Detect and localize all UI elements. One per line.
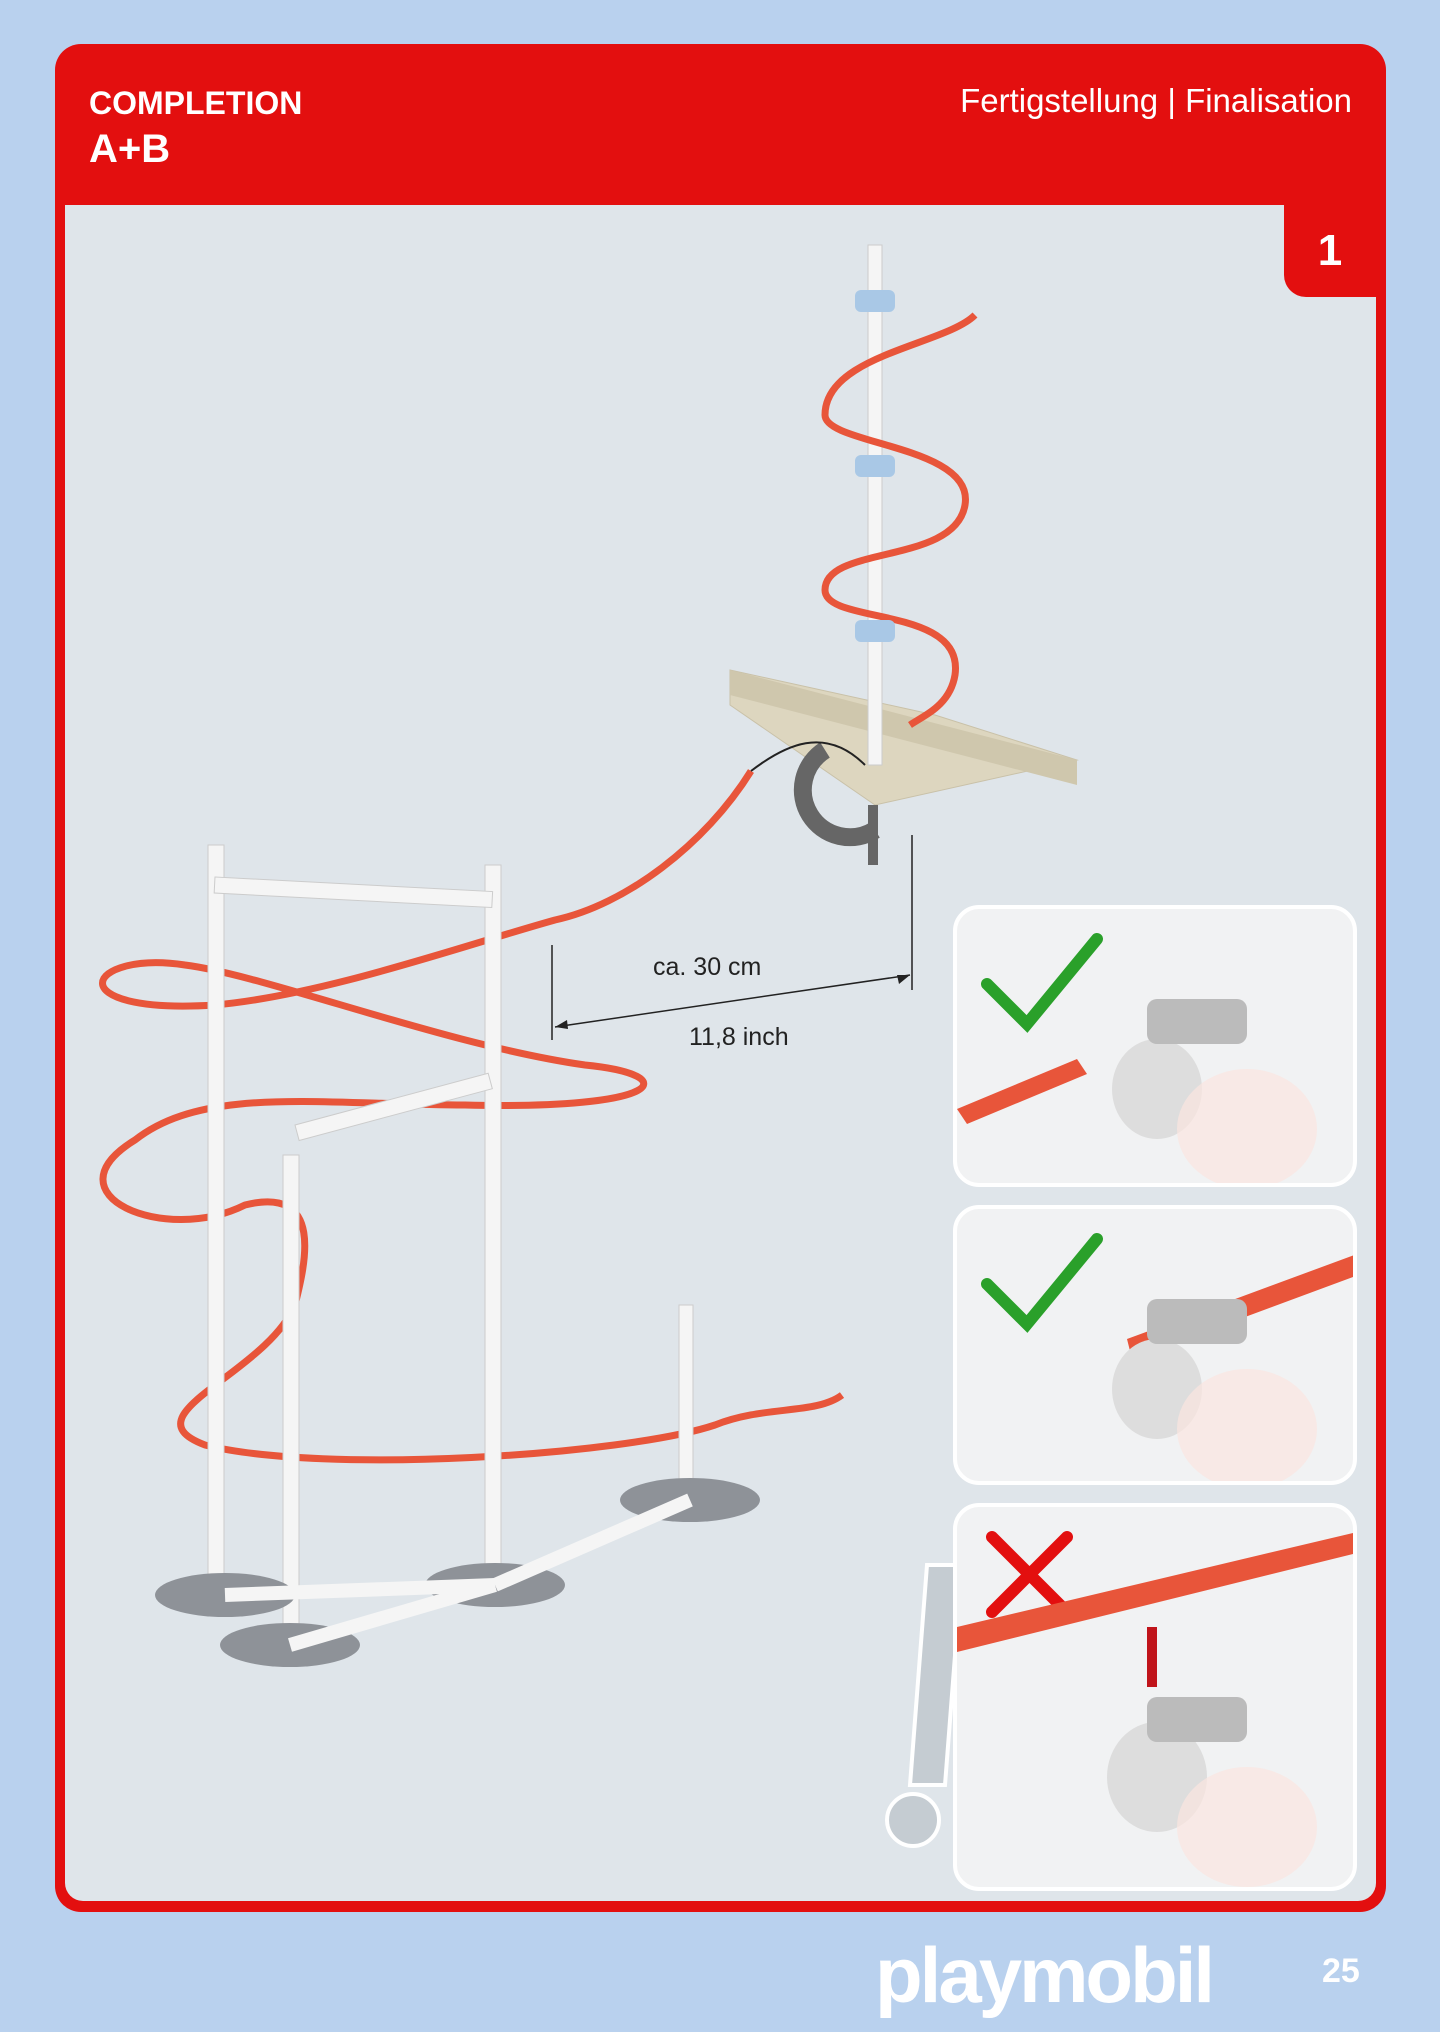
marble-run-illustration bbox=[99, 244, 1079, 1848]
panel-correct-1 bbox=[953, 905, 1357, 1187]
section-title: COMPLETION A+B bbox=[89, 80, 302, 172]
title-text: COMPLETION bbox=[89, 85, 303, 121]
illustration-area: 1 bbox=[65, 205, 1376, 1901]
page-number: 25 bbox=[1322, 1952, 1360, 1990]
step-frame: COMPLETION A+B Fertigstellung | Finalisa… bbox=[55, 44, 1386, 1912]
step-number-badge: 1 bbox=[1284, 205, 1376, 297]
checkmark-icon bbox=[981, 1233, 1353, 1481]
set-code: A+B bbox=[89, 127, 171, 171]
panel-incorrect bbox=[953, 1503, 1357, 1891]
distance-metric-label: ca. 30 cm bbox=[653, 953, 762, 981]
panel-correct-2 bbox=[953, 1205, 1357, 1485]
cross-icon bbox=[957, 1531, 1353, 1887]
playmobil-logo: playmobil bbox=[875, 1931, 1215, 2019]
distance-imperial-label: 11,8 inch bbox=[689, 1023, 789, 1051]
title-translations: Fertigstellung | Finalisation bbox=[960, 82, 1352, 119]
checkmark-icon bbox=[957, 933, 1317, 1183]
